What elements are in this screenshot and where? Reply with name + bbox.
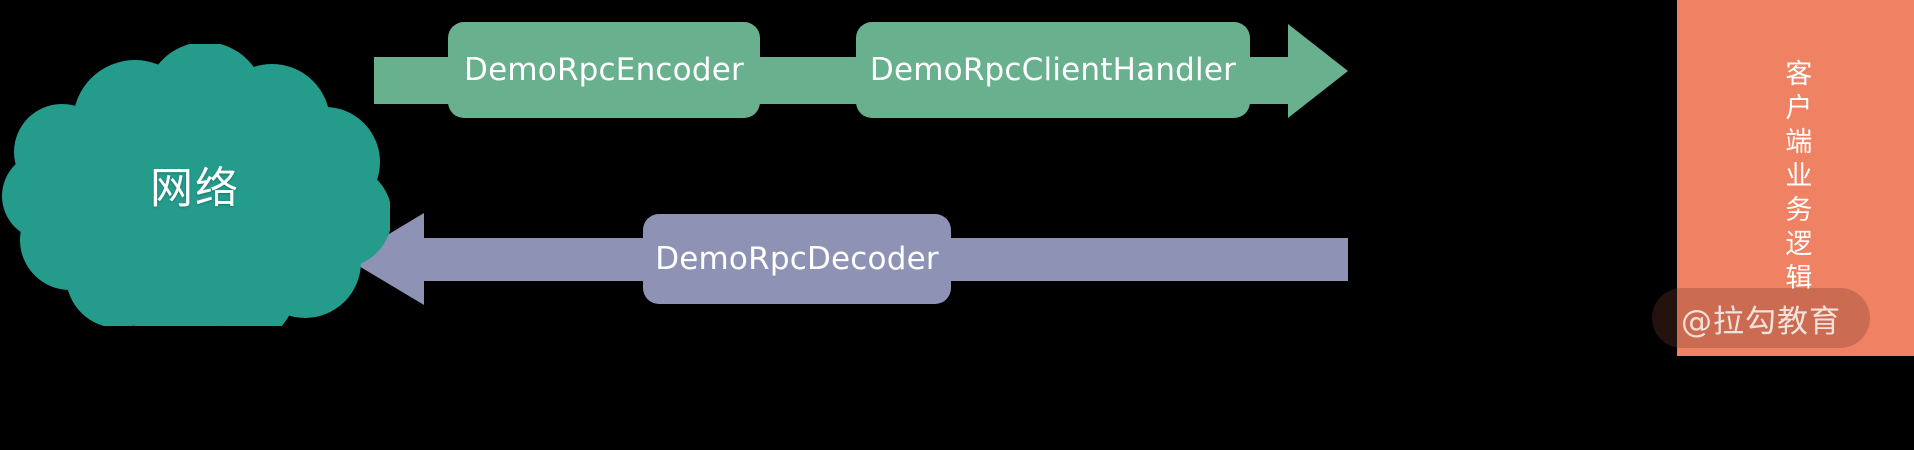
node-demo-rpc-encoder[interactable]: DemoRpcEncoder — [448, 22, 760, 118]
cloud-shape — [2, 44, 390, 326]
business-logic-panel-label: 客户端业务逻辑 — [1780, 59, 1812, 297]
watermark: @拉勾教育 — [1652, 288, 1870, 348]
business-logic-panel: 客户端业务逻辑 — [1677, 0, 1914, 356]
node-demo-rpc-client-handler[interactable]: DemoRpcClientHandler — [856, 22, 1250, 118]
node-demo-rpc-client-handler-label: DemoRpcClientHandler — [869, 52, 1237, 88]
node-demo-rpc-decoder-label: DemoRpcDecoder — [655, 241, 939, 277]
node-demo-rpc-encoder-label: DemoRpcEncoder — [464, 52, 744, 88]
node-demo-rpc-decoder[interactable]: DemoRpcDecoder — [643, 214, 951, 304]
network-cloud: 网络 — [0, 44, 390, 326]
watermark-text: @拉勾教育 — [1681, 303, 1841, 340]
